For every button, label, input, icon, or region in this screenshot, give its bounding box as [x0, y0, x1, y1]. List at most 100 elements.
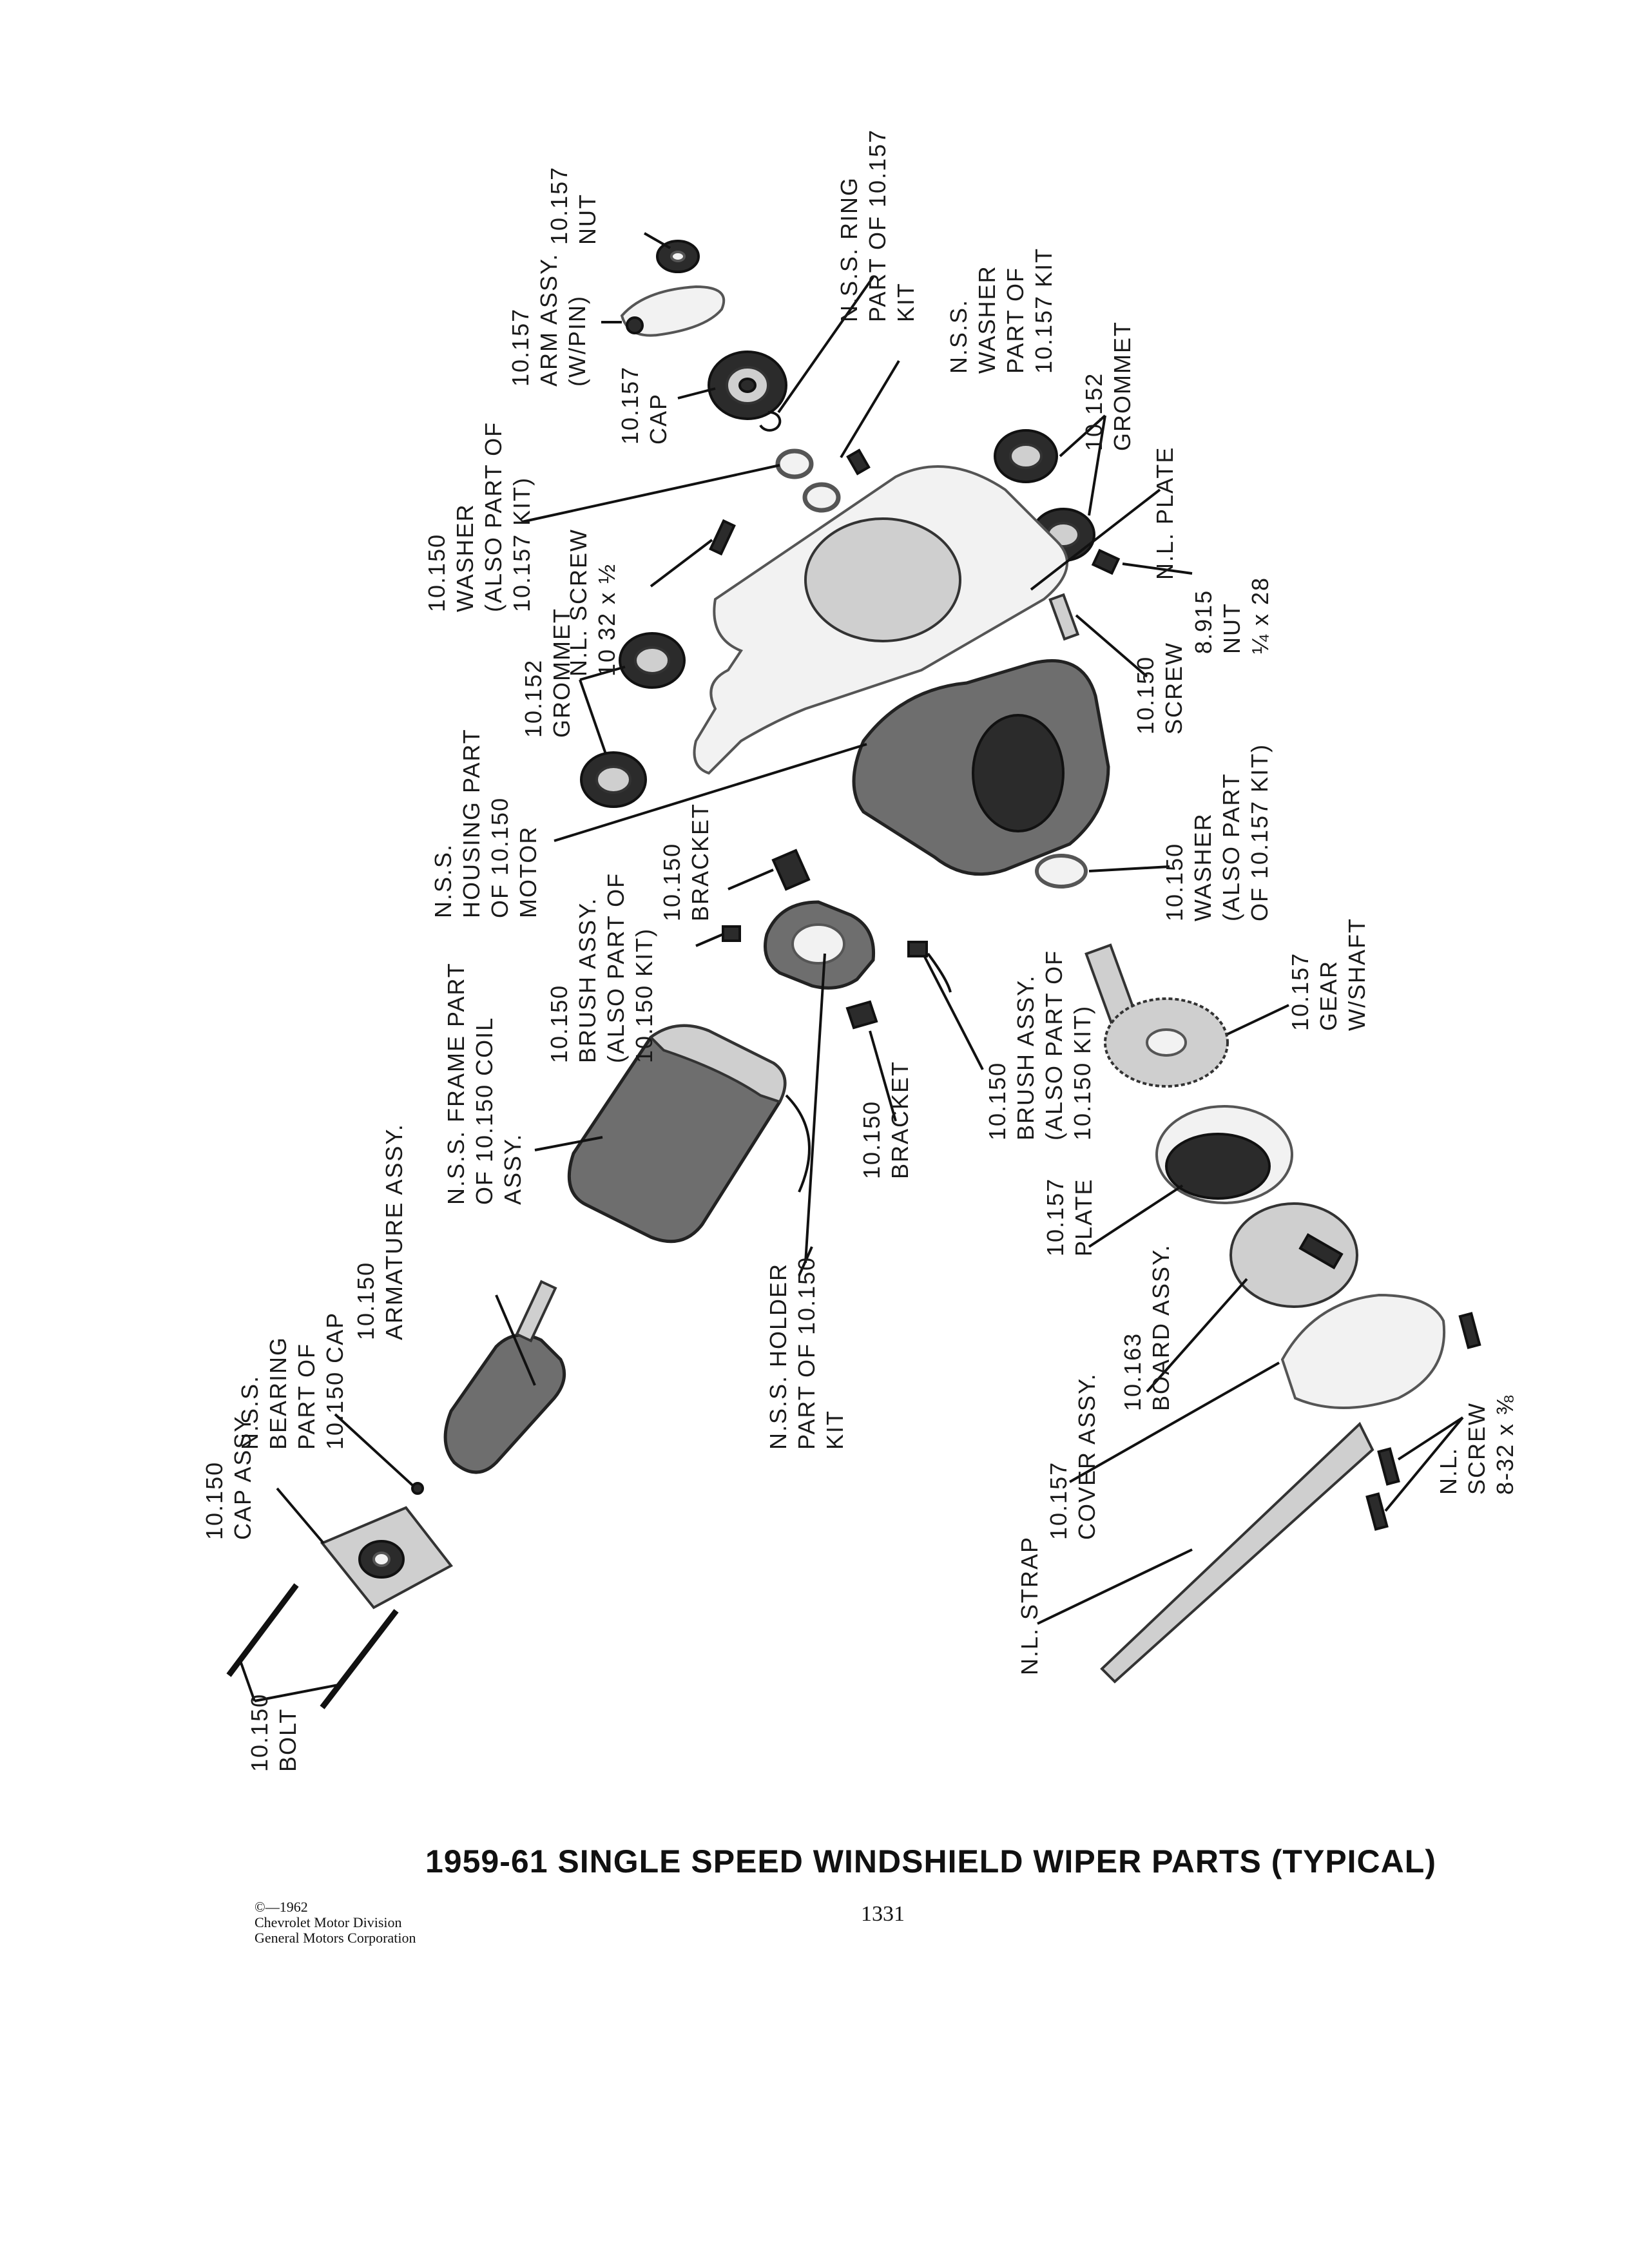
svg-text:PLATE: PLATE [1070, 1178, 1097, 1256]
svg-text:(ALSO PART OF: (ALSO PART OF [602, 872, 629, 1063]
svg-text:10.150: 10.150 [1132, 656, 1159, 735]
svg-text:10.152: 10.152 [520, 659, 546, 738]
labels-layer: 10.157 NUT 10.157 ARM ASSY. (W/PIN) N.S.… [201, 129, 1518, 1772]
svg-text:10.152: 10.152 [1081, 372, 1107, 451]
label-plate: 10.157 PLATE [1042, 1178, 1097, 1256]
svg-text:N.L. STRAP: N.L. STRAP [1016, 1536, 1043, 1675]
washer-mid-part [1035, 854, 1088, 889]
label-screw-10150: 10.150 SCREW [1132, 642, 1187, 735]
svg-text:PART OF: PART OF [1002, 267, 1028, 374]
svg-text:10.150: 10.150 [201, 1461, 227, 1540]
svg-text:N.L. SCREW: N.L. SCREW [565, 528, 592, 677]
svg-text:10.150 CAP: 10.150 CAP [322, 1312, 348, 1450]
svg-text:COVER ASSY.: COVER ASSY. [1074, 1373, 1100, 1540]
svg-text:(ALSO PART OF: (ALSO PART OF [480, 421, 506, 612]
parts-layer [226, 240, 1481, 1709]
svg-text:CAP ASSY.: CAP ASSY. [229, 1410, 256, 1540]
label-washer-top: 10.150 WASHER (ALSO PART OF 10.157 KIT) [423, 421, 535, 612]
bracket-bottom-part [845, 1000, 878, 1030]
label-bearing: N.S.S. BEARING PART OF 10.150 CAP [236, 1312, 348, 1450]
svg-text:W/SHAFT: W/SHAFT [1344, 918, 1370, 1031]
svg-text:8-32 x ⅜: 8-32 x ⅜ [1492, 1394, 1518, 1495]
svg-text:10.150: 10.150 [352, 1262, 379, 1340]
label-nl-screw-bottom: N.L. SCREW 8-32 x ⅜ [1435, 1394, 1518, 1495]
svg-text:HOUSING PART: HOUSING PART [458, 728, 485, 918]
label-strap: N.L. STRAP [1016, 1536, 1043, 1675]
copyright-notice: ©—1962 Chevrolet Motor Division General … [255, 1899, 416, 1946]
svg-text:10.150: 10.150 [858, 1100, 885, 1179]
svg-text:ARM ASSY.: ARM ASSY. [535, 253, 562, 387]
svg-text:GROMMET: GROMMET [1109, 321, 1135, 451]
svg-text:WASHER: WASHER [1190, 812, 1216, 921]
board-part [1229, 1202, 1358, 1308]
svg-text:(ALSO PART OF: (ALSO PART OF [1041, 950, 1067, 1140]
svg-text:N.S.S. FRAME PART: N.S.S. FRAME PART [443, 962, 469, 1205]
nl-screw-bottom-b-part [1377, 1447, 1400, 1486]
svg-text:N.L. PLATE: N.L. PLATE [1152, 447, 1178, 580]
svg-text:10.150: 10.150 [1161, 843, 1188, 921]
svg-text:BRUSH ASSY.: BRUSH ASSY. [1012, 975, 1039, 1140]
label-bolt: 10.150 BOLT [246, 1693, 301, 1772]
svg-text:ARMATURE ASSY.: ARMATURE ASSY. [381, 1123, 407, 1340]
nl-screw-top-part [709, 519, 736, 556]
washer-nss-part [802, 482, 841, 513]
page-number: 1331 [861, 1902, 905, 1926]
svg-text:10.157: 10.157 [546, 166, 572, 245]
svg-text:BOLT: BOLT [275, 1708, 301, 1772]
bolt-right-part [320, 1609, 399, 1709]
label-nl-plate: N.L. PLATE [1152, 447, 1178, 580]
svg-text:10.150 KIT): 10.150 KIT) [1069, 1005, 1095, 1140]
svg-text:(ALSO PART: (ALSO PART [1218, 773, 1244, 921]
svg-text:GEAR: GEAR [1315, 960, 1342, 1031]
armature-part [443, 1333, 566, 1474]
label-housing: N.S.S. HOUSING PART OF 10.150 MOTOR [430, 728, 541, 918]
svg-text:WASHER: WASHER [452, 503, 478, 612]
svg-text:MOTOR: MOTOR [515, 826, 541, 918]
svg-text:N.S.S.: N.S.S. [430, 843, 456, 918]
label-bracket-bottom: 10.150 BRACKET [858, 1061, 913, 1179]
label-grommet-left: 10.152 GROMMET [520, 608, 575, 738]
label-frame: N.S.S. FRAME PART OF 10.150 COIL ASSY. [443, 962, 526, 1205]
label-cap-top: 10.157 CAP [617, 366, 671, 445]
svg-text:10.150: 10.150 [423, 533, 450, 612]
label-cover: 10.157 COVER ASSY. [1045, 1373, 1100, 1540]
svg-text:10.157 KIT: 10.157 KIT [1030, 247, 1057, 374]
svg-text:PART OF 10.157: PART OF 10.157 [864, 129, 891, 322]
label-washer-nss: N.S.S. WASHER PART OF 10.157 KIT [945, 247, 1057, 374]
svg-text:OF 10.150: OF 10.150 [487, 797, 513, 918]
svg-text:10.163: 10.163 [1119, 1332, 1146, 1411]
label-nl-screw-top: N.L. SCREW 10 32 x ½ [565, 528, 620, 677]
svg-text:10.157: 10.157 [507, 308, 534, 387]
label-nut-8915: 8.915 NUT ¼ x 28 [1190, 577, 1273, 654]
svg-text:NUT: NUT [574, 193, 601, 245]
label-cap-assy: 10.150 CAP ASSY. [201, 1410, 256, 1540]
label-holder: N.S.S. HOLDER PART OF 10.150 KIT [765, 1256, 848, 1450]
bracket-top-part [771, 849, 811, 891]
label-gear: 10.157 GEAR W/SHAFT [1287, 918, 1370, 1031]
svg-text:10.157 KIT): 10.157 KIT) [508, 477, 535, 612]
label-board: 10.163 BOARD ASSY. [1119, 1244, 1174, 1411]
svg-text:10.150: 10.150 [659, 843, 685, 921]
svg-text:CAP: CAP [645, 393, 671, 445]
svg-text:PART OF: PART OF [293, 1343, 320, 1450]
svg-text:10 32 x ½: 10 32 x ½ [593, 563, 620, 677]
svg-text:BRACKET: BRACKET [887, 1061, 913, 1179]
label-brush-left: 10.150 BRUSH ASSY. (ALSO PART OF 10.150 … [546, 872, 657, 1063]
label-arm-assy: 10.157 ARM ASSY. (W/PIN) [507, 253, 590, 387]
svg-text:N.L.: N.L. [1435, 1447, 1461, 1495]
svg-text:BRUSH ASSY.: BRUSH ASSY. [574, 898, 601, 1063]
svg-text:ASSY.: ASSY. [499, 1133, 526, 1205]
strap-part [1100, 1421, 1374, 1684]
svg-text:N.S.S.: N.S.S. [945, 299, 972, 374]
small-screw-part [846, 448, 871, 476]
svg-text:¼ x 28: ¼ x 28 [1247, 577, 1273, 654]
svg-text:(W/PIN): (W/PIN) [564, 295, 590, 387]
svg-text:KIT: KIT [822, 1410, 848, 1450]
brush-left-part [722, 925, 741, 942]
label-armature: 10.150 ARMATURE ASSY. [352, 1123, 407, 1340]
svg-text:OF 10.157 KIT): OF 10.157 KIT) [1246, 744, 1273, 921]
svg-text:10.157: 10.157 [1045, 1461, 1072, 1540]
svg-text:KIT: KIT [892, 282, 919, 322]
label-ring: N.S.S. RING PART OF 10.157 KIT [836, 129, 919, 322]
